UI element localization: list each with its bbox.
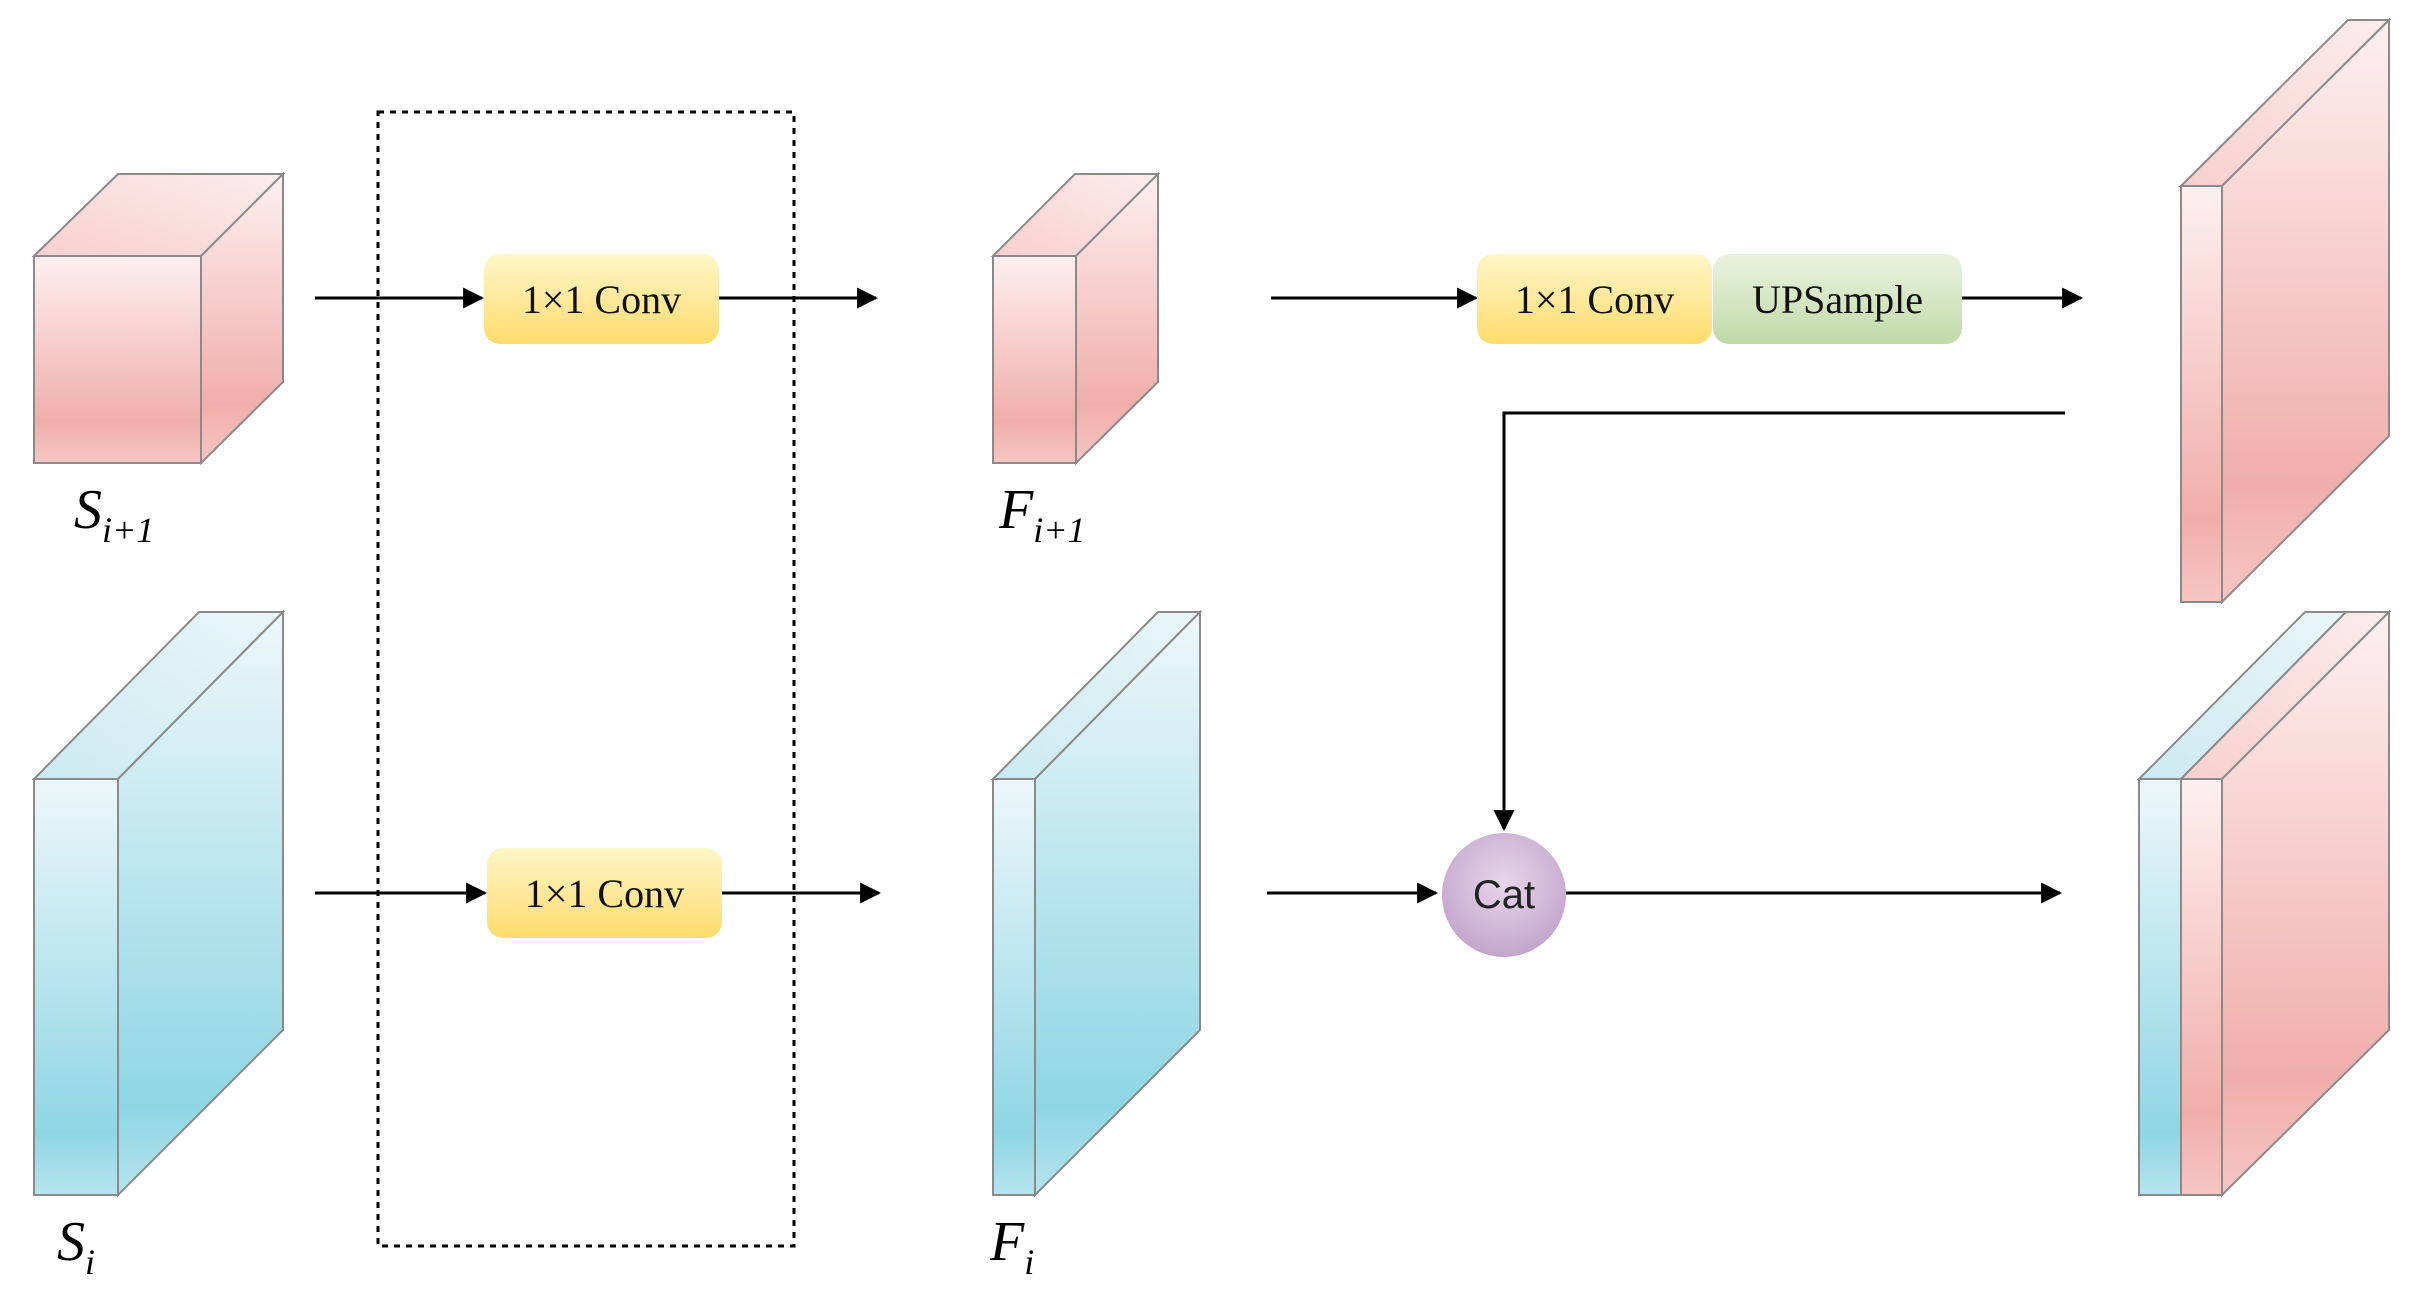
upsampled-feature-map [2178,17,2392,605]
conv-box-right: 1×1 Conv [1477,254,1712,344]
label-f-next-sub: i+1 [1033,510,1086,550]
arrow-upsampled-to-cat [1493,411,2065,832]
cat-node: Cat [1442,833,1566,957]
label-s-cur: Si [57,1210,95,1283]
concat-output-feature-map [2136,609,2392,1198]
feature-map-s-cur [31,609,286,1198]
label-s-next: Si+1 [74,478,154,551]
label-f-cur-base: F [990,1211,1025,1273]
feature-map-f-next [990,171,1161,466]
feature-map-f-cur [990,609,1203,1198]
label-s-next-sub: i+1 [102,510,155,550]
label-s-cur-sub: i [85,1242,96,1282]
conv-box-bottom: 1×1 Conv [487,848,722,938]
feature-map-s-next [31,171,286,466]
label-f-next-base: F [999,479,1034,541]
label-s-cur-base: S [57,1211,85,1273]
upsample-box: UPSample [1713,254,1962,344]
label-f-cur: Fi [990,1210,1034,1283]
conv-box-top: 1×1 Conv [484,254,719,344]
label-s-next-base: S [74,479,102,541]
lateral-conv-group [376,110,796,1248]
label-f-cur-sub: i [1024,1242,1035,1282]
label-f-next: Fi+1 [999,478,1086,551]
